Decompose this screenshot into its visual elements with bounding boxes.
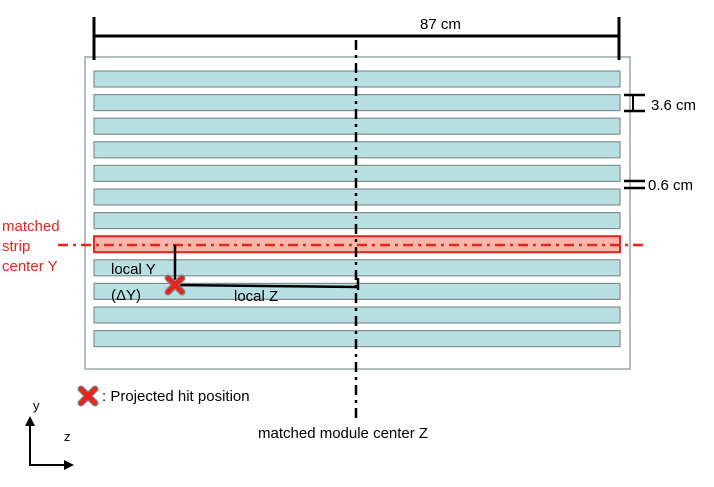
module-center-label: matched module center Z bbox=[258, 425, 429, 442]
matched-strip-label-line2: strip bbox=[2, 238, 31, 255]
y-axis-arrowhead-icon bbox=[25, 416, 35, 426]
legend-text: : Projected hit position bbox=[102, 388, 250, 405]
delta-y-label: (ΔY) bbox=[111, 287, 142, 304]
local-z-label: local Z bbox=[234, 288, 279, 305]
total-width-label: 87 cm bbox=[420, 16, 461, 33]
z-axis-label: z bbox=[64, 429, 71, 444]
strip-height-label: 3.6 cm bbox=[651, 97, 697, 114]
local-z-line bbox=[174, 283, 359, 289]
strip-gap-label: 0.6 cm bbox=[648, 177, 694, 194]
projected-hit-x-icon bbox=[164, 274, 186, 296]
matched-strip-label-line1: matched bbox=[2, 218, 60, 235]
matched-strip-label-line3: center Y bbox=[2, 258, 58, 275]
legend-red-x-cross-icon bbox=[77, 385, 99, 407]
local-y-label: local Y bbox=[111, 261, 156, 278]
z-axis-arrowhead-icon bbox=[64, 460, 74, 470]
y-axis-label: y bbox=[33, 398, 40, 413]
